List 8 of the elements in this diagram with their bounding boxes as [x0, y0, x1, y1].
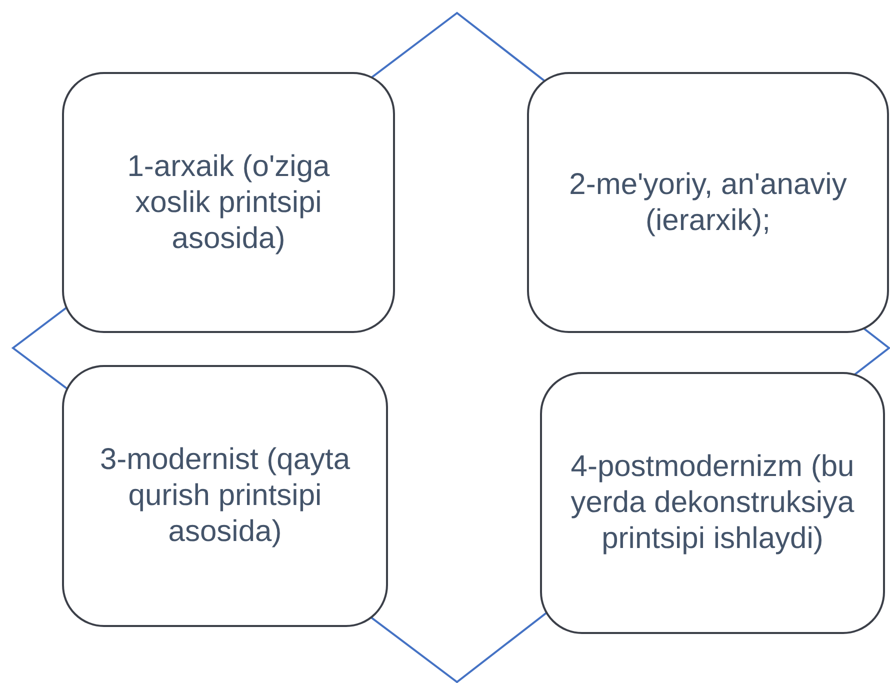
- rounded-box: [540, 372, 885, 634]
- rounded-box: [527, 72, 889, 333]
- box-text: 4-postmodernizm (bu yerda dekonstruksiya printsipi ishlaydi): [570, 449, 856, 557]
- rounded-box: [62, 365, 388, 627]
- box-text: 1-arxaik (o'ziga xoslik printsipi asosida): [126, 148, 331, 256]
- box-text: 2-me'yoriy, an'anaviy (ierarxik);: [568, 166, 848, 238]
- box-text: 3-modernist (qayta qurish printsipi asosida): [98, 442, 352, 550]
- rounded-box: [62, 72, 395, 333]
